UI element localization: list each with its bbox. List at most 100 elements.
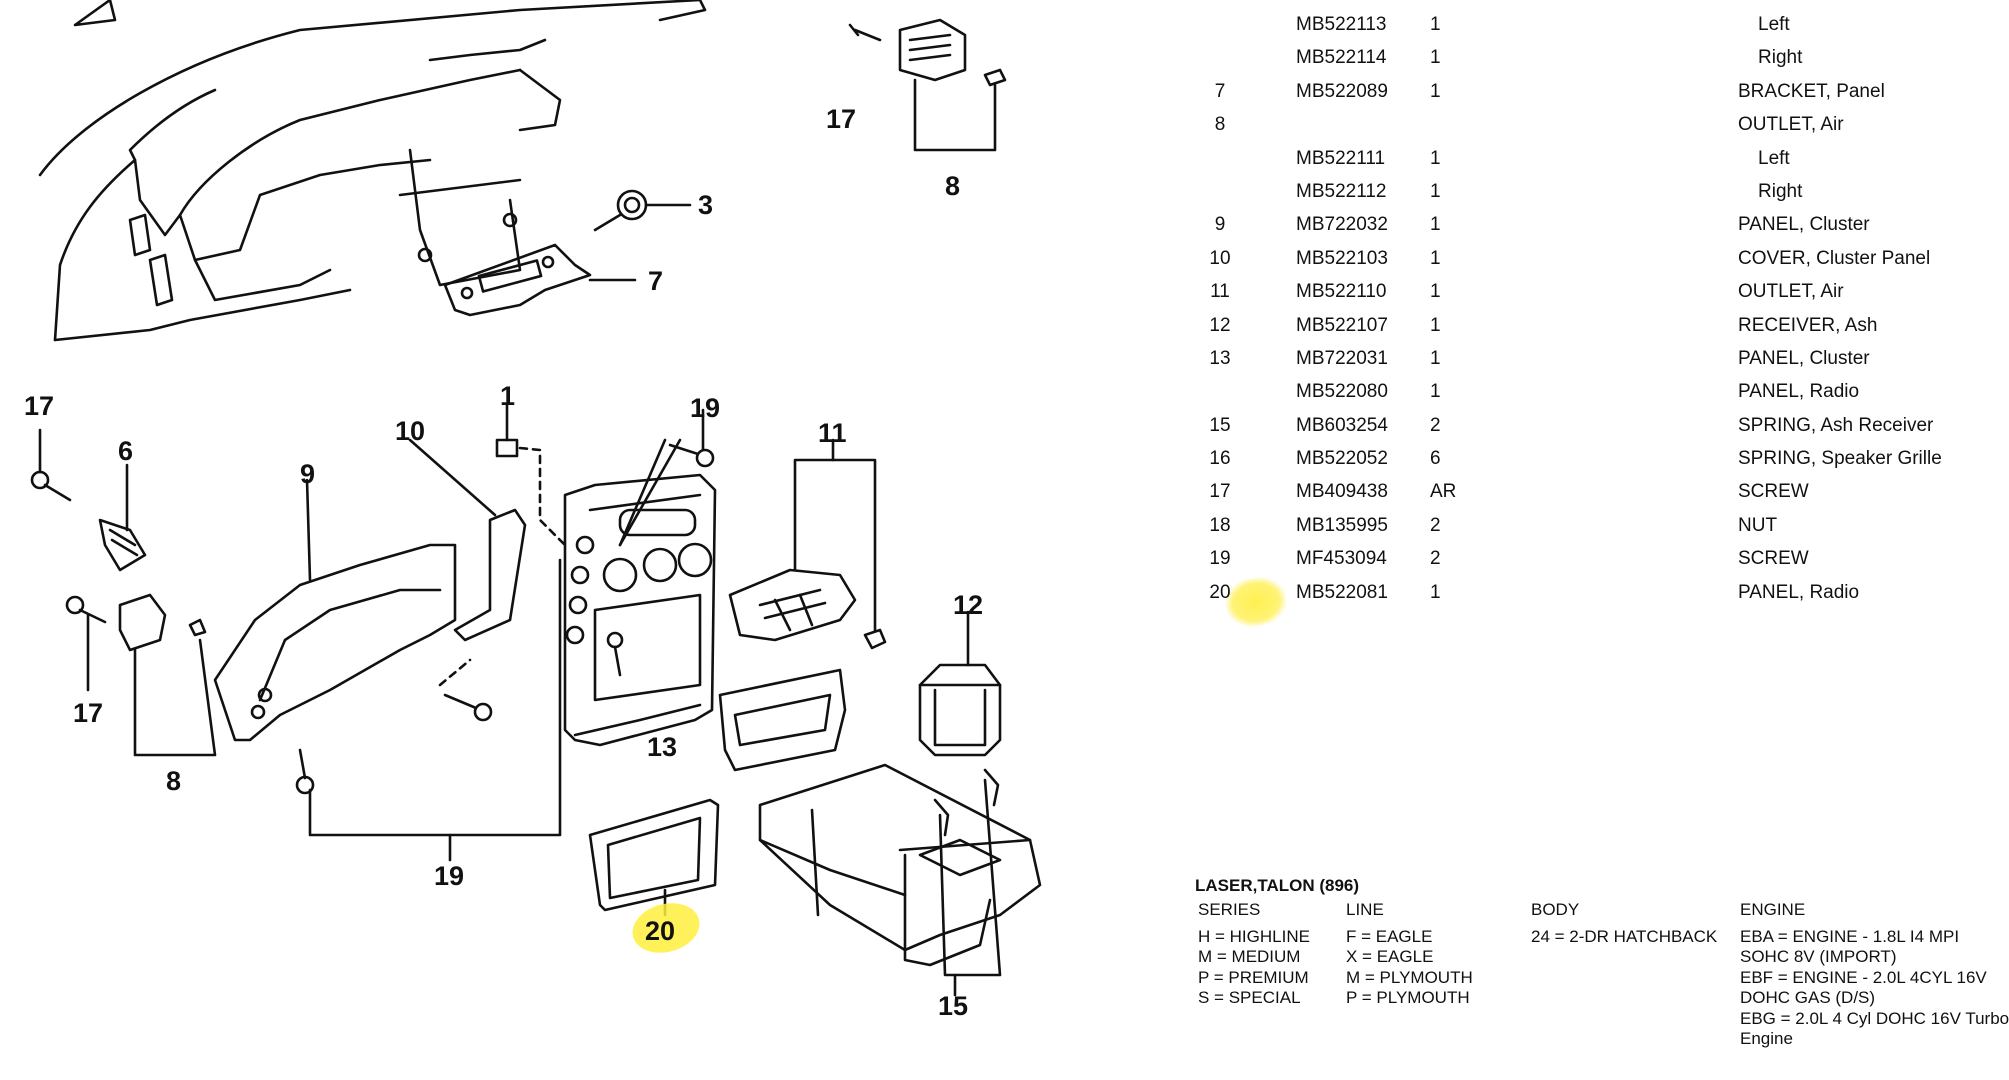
item-number: 11: [1210, 281, 1230, 303]
part-number: MB522080: [1296, 381, 1388, 403]
console-insert-illustration: [718, 668, 847, 772]
table-row: 16 MB522052 6 SPRING, Speaker Grille: [1180, 442, 2000, 475]
legend-line: 24 = 2-DR HATCHBACK: [1531, 926, 1718, 946]
callout-1: 1: [500, 381, 515, 411]
table-row: 12 MB522107 1 RECEIVER, Ash: [1180, 309, 2000, 342]
vent-6-illustration: [98, 463, 147, 572]
nut-fastener-illustration: [593, 189, 692, 232]
legend-engine-heading: ENGINE: [1740, 900, 1806, 919]
legend-line: DOHC GAS (D/S): [1740, 988, 1876, 1007]
description: PANEL, Radio: [1738, 381, 1860, 403]
description: SPRING, Ash Receiver: [1738, 414, 1934, 436]
part-number: MB522107: [1296, 314, 1388, 336]
description: PANEL, Cluster: [1738, 347, 1870, 369]
callout-17-left: 17: [24, 391, 54, 421]
callout-20-highlight: [632, 903, 700, 953]
quantity: 2: [1430, 414, 1441, 436]
item-number: 17: [1209, 481, 1231, 503]
quantity: AR: [1430, 481, 1457, 503]
description: Right: [1758, 180, 1803, 202]
exploded-parts-diagram: 1 3 6 7 8 8 9 10 11 12 13 15 17 17 17 19…: [24, 0, 1042, 1021]
legend-line: P = PREMIUM: [1198, 967, 1309, 987]
quantity: 2: [1430, 548, 1441, 570]
screw-19-illustrations: [295, 408, 715, 862]
table-row: MB522080 1 PANEL, Radio: [1180, 375, 2000, 408]
table-row: 8 OUTLET, Air: [1180, 108, 2000, 141]
ash-receiver-12-illustration: [918, 610, 1002, 757]
part-number: MF453094: [1296, 548, 1387, 570]
parts-list-table: MB522113 1 Left MB522114 1 Right 7 MB522…: [1180, 8, 2000, 609]
legend-line: Engine: [1740, 1029, 1793, 1048]
item-number: 19: [1209, 548, 1231, 570]
quantity: 1: [1430, 281, 1441, 303]
clip-1-illustration: [495, 403, 567, 547]
item-number: 16: [1209, 448, 1231, 470]
legend-line: S = SPECIAL: [1198, 988, 1301, 1007]
radio-panel-20-illustration: [588, 798, 720, 917]
table-row: 7 MB522089 1 BRACKET, Panel: [1180, 75, 2000, 108]
item-number: 13: [1209, 347, 1231, 369]
legend-line: M = MEDIUM: [1198, 947, 1301, 966]
legend-line: EBG = 2.0L 4 Cyl DOHC 16V Turbo: [1740, 1008, 2009, 1028]
callout-3: 3: [698, 190, 713, 220]
part-number: MB522112: [1296, 180, 1387, 202]
item-number: 20: [1209, 581, 1231, 603]
callout-19-top: 19: [690, 393, 720, 423]
quantity: 1: [1430, 47, 1441, 69]
description: NUT: [1738, 514, 1778, 536]
quantity: 1: [1430, 347, 1441, 369]
description: OUTLET, Air: [1738, 114, 1844, 136]
item-number: 12: [1209, 314, 1231, 336]
table-row: 10 MB522103 1 COVER, Cluster Panel: [1180, 242, 2000, 275]
legend-line: H = HIGHLINE: [1198, 926, 1310, 946]
description: Left: [1758, 14, 1790, 35]
description: BRACKET, Panel: [1738, 80, 1885, 102]
quantity: 1: [1430, 314, 1441, 336]
legend-title: LASER,TALON (896): [1195, 876, 1360, 895]
quantity: 1: [1430, 581, 1441, 603]
table-row: 19 MF453094 2 SCREW: [1180, 542, 2000, 575]
legend-series-heading: SERIES: [1198, 900, 1261, 919]
part-number: MB522089: [1296, 80, 1388, 102]
legend-line-heading: LINE: [1346, 900, 1384, 919]
quantity: 1: [1430, 80, 1441, 102]
callout-17-lower: 17: [73, 698, 103, 728]
legend-body-heading: BODY: [1531, 900, 1580, 919]
legend-line: X = EAGLE: [1346, 947, 1434, 966]
part-number: MB722031: [1296, 347, 1388, 369]
description: Left: [1758, 147, 1790, 169]
quantity: 2: [1430, 514, 1441, 536]
callout-15: 15: [938, 991, 968, 1021]
callout-17-top: 17: [826, 104, 856, 134]
table-row: MB522111 1 Left: [1180, 142, 2000, 175]
callout-12: 12: [953, 590, 983, 620]
legend-line-codes: LINE F = EAGLE X = EAGLE M = PLYMOUTH P …: [1346, 900, 1473, 1009]
table-row: MB522113 1 Left: [1180, 8, 2000, 41]
air-outlet-11-illustration: [728, 438, 887, 650]
quantity: 1: [1430, 180, 1441, 202]
description: RECEIVER, Ash: [1738, 314, 1878, 336]
console-15-illustration: [758, 763, 1042, 997]
callout-9: 9: [300, 459, 315, 489]
legend-engine: ENGINE EBA = ENGINE - 1.8L I4 MPI SOHC 8…: [1740, 900, 2009, 1050]
item-number: 15: [1209, 414, 1231, 436]
table-row: 13 MB722031 1 PANEL, Cluster: [1180, 342, 2000, 375]
callout-20: 20: [645, 916, 675, 946]
quantity: 6: [1430, 448, 1441, 470]
callout-6: 6: [118, 436, 133, 466]
legend-line: P = PLYMOUTH: [1346, 988, 1470, 1007]
legend-series: SERIES H = HIGHLINE M = MEDIUM P = PREMI…: [1198, 900, 1310, 1009]
table-row: 20 MB522081 1 PANEL, Radio: [1180, 576, 2000, 609]
callout-10: 10: [395, 416, 425, 446]
legend-line: M = PLYMOUTH: [1346, 967, 1473, 987]
description: SPRING, Speaker Grille: [1738, 448, 1942, 470]
cluster-cover-10-illustration: [408, 438, 527, 642]
quantity: 1: [1430, 147, 1441, 169]
part-number: MB522111: [1296, 147, 1386, 169]
part-number: MB522081: [1296, 581, 1388, 603]
legend-line: SOHC 8V (IMPORT): [1740, 947, 1897, 966]
table-row: 15 MB603254 2 SPRING, Ash Receiver: [1180, 409, 2000, 442]
quantity: 1: [1430, 14, 1441, 35]
table-row: MB522112 1 Right: [1180, 175, 2000, 208]
legend-line: EBA = ENGINE - 1.8L I4 MPI: [1740, 926, 1960, 946]
